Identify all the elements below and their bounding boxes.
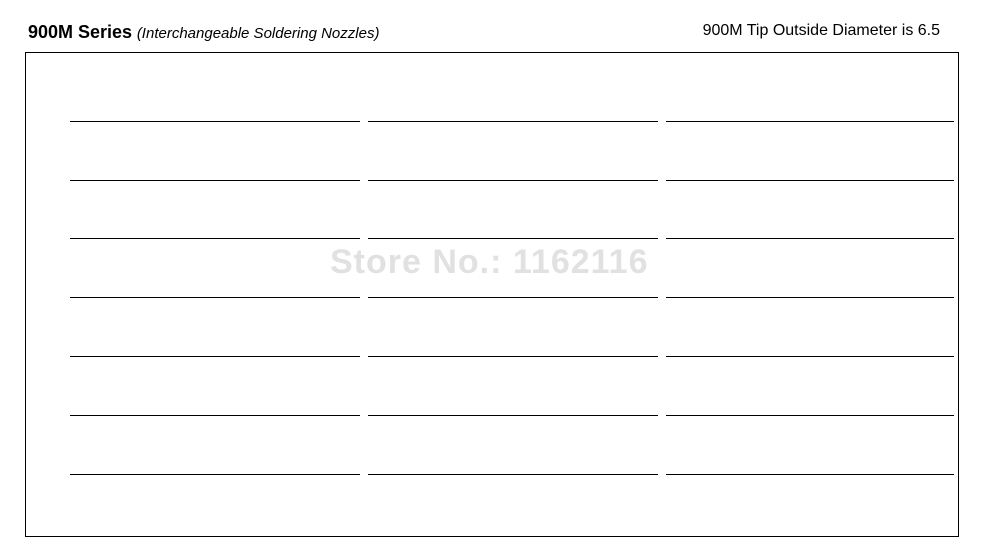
row-separator	[70, 179, 360, 181]
row-separator	[368, 179, 658, 181]
row-separator	[666, 179, 954, 181]
row-separator	[666, 297, 954, 299]
row-separator	[368, 120, 658, 122]
page-header: 900M Series (Interchangeable Soldering N…	[28, 22, 379, 43]
row-separator	[368, 414, 658, 416]
row-separator	[666, 238, 954, 240]
row-separator	[368, 238, 658, 240]
row-separator	[666, 414, 954, 416]
row-separator	[368, 297, 658, 299]
row-separator	[70, 238, 360, 240]
row-separator	[70, 414, 360, 416]
row-separator	[666, 356, 954, 357]
row-separator	[368, 356, 658, 357]
row-separator	[70, 356, 360, 357]
row-separator	[70, 297, 360, 299]
row-separator	[70, 473, 360, 475]
series-subtitle: (Interchangeable Soldering Nozzles)	[136, 25, 380, 42]
store-watermark: Store No.: 1162116	[330, 243, 649, 281]
series-title: 900M Series	[28, 22, 133, 42]
row-separator	[666, 120, 954, 122]
diameter-note: 900M Tip Outside Diameter is 6.5	[702, 22, 940, 39]
tip-table	[25, 52, 959, 537]
row-separator	[666, 473, 954, 475]
row-separator	[70, 120, 360, 122]
row-separator	[368, 473, 658, 475]
